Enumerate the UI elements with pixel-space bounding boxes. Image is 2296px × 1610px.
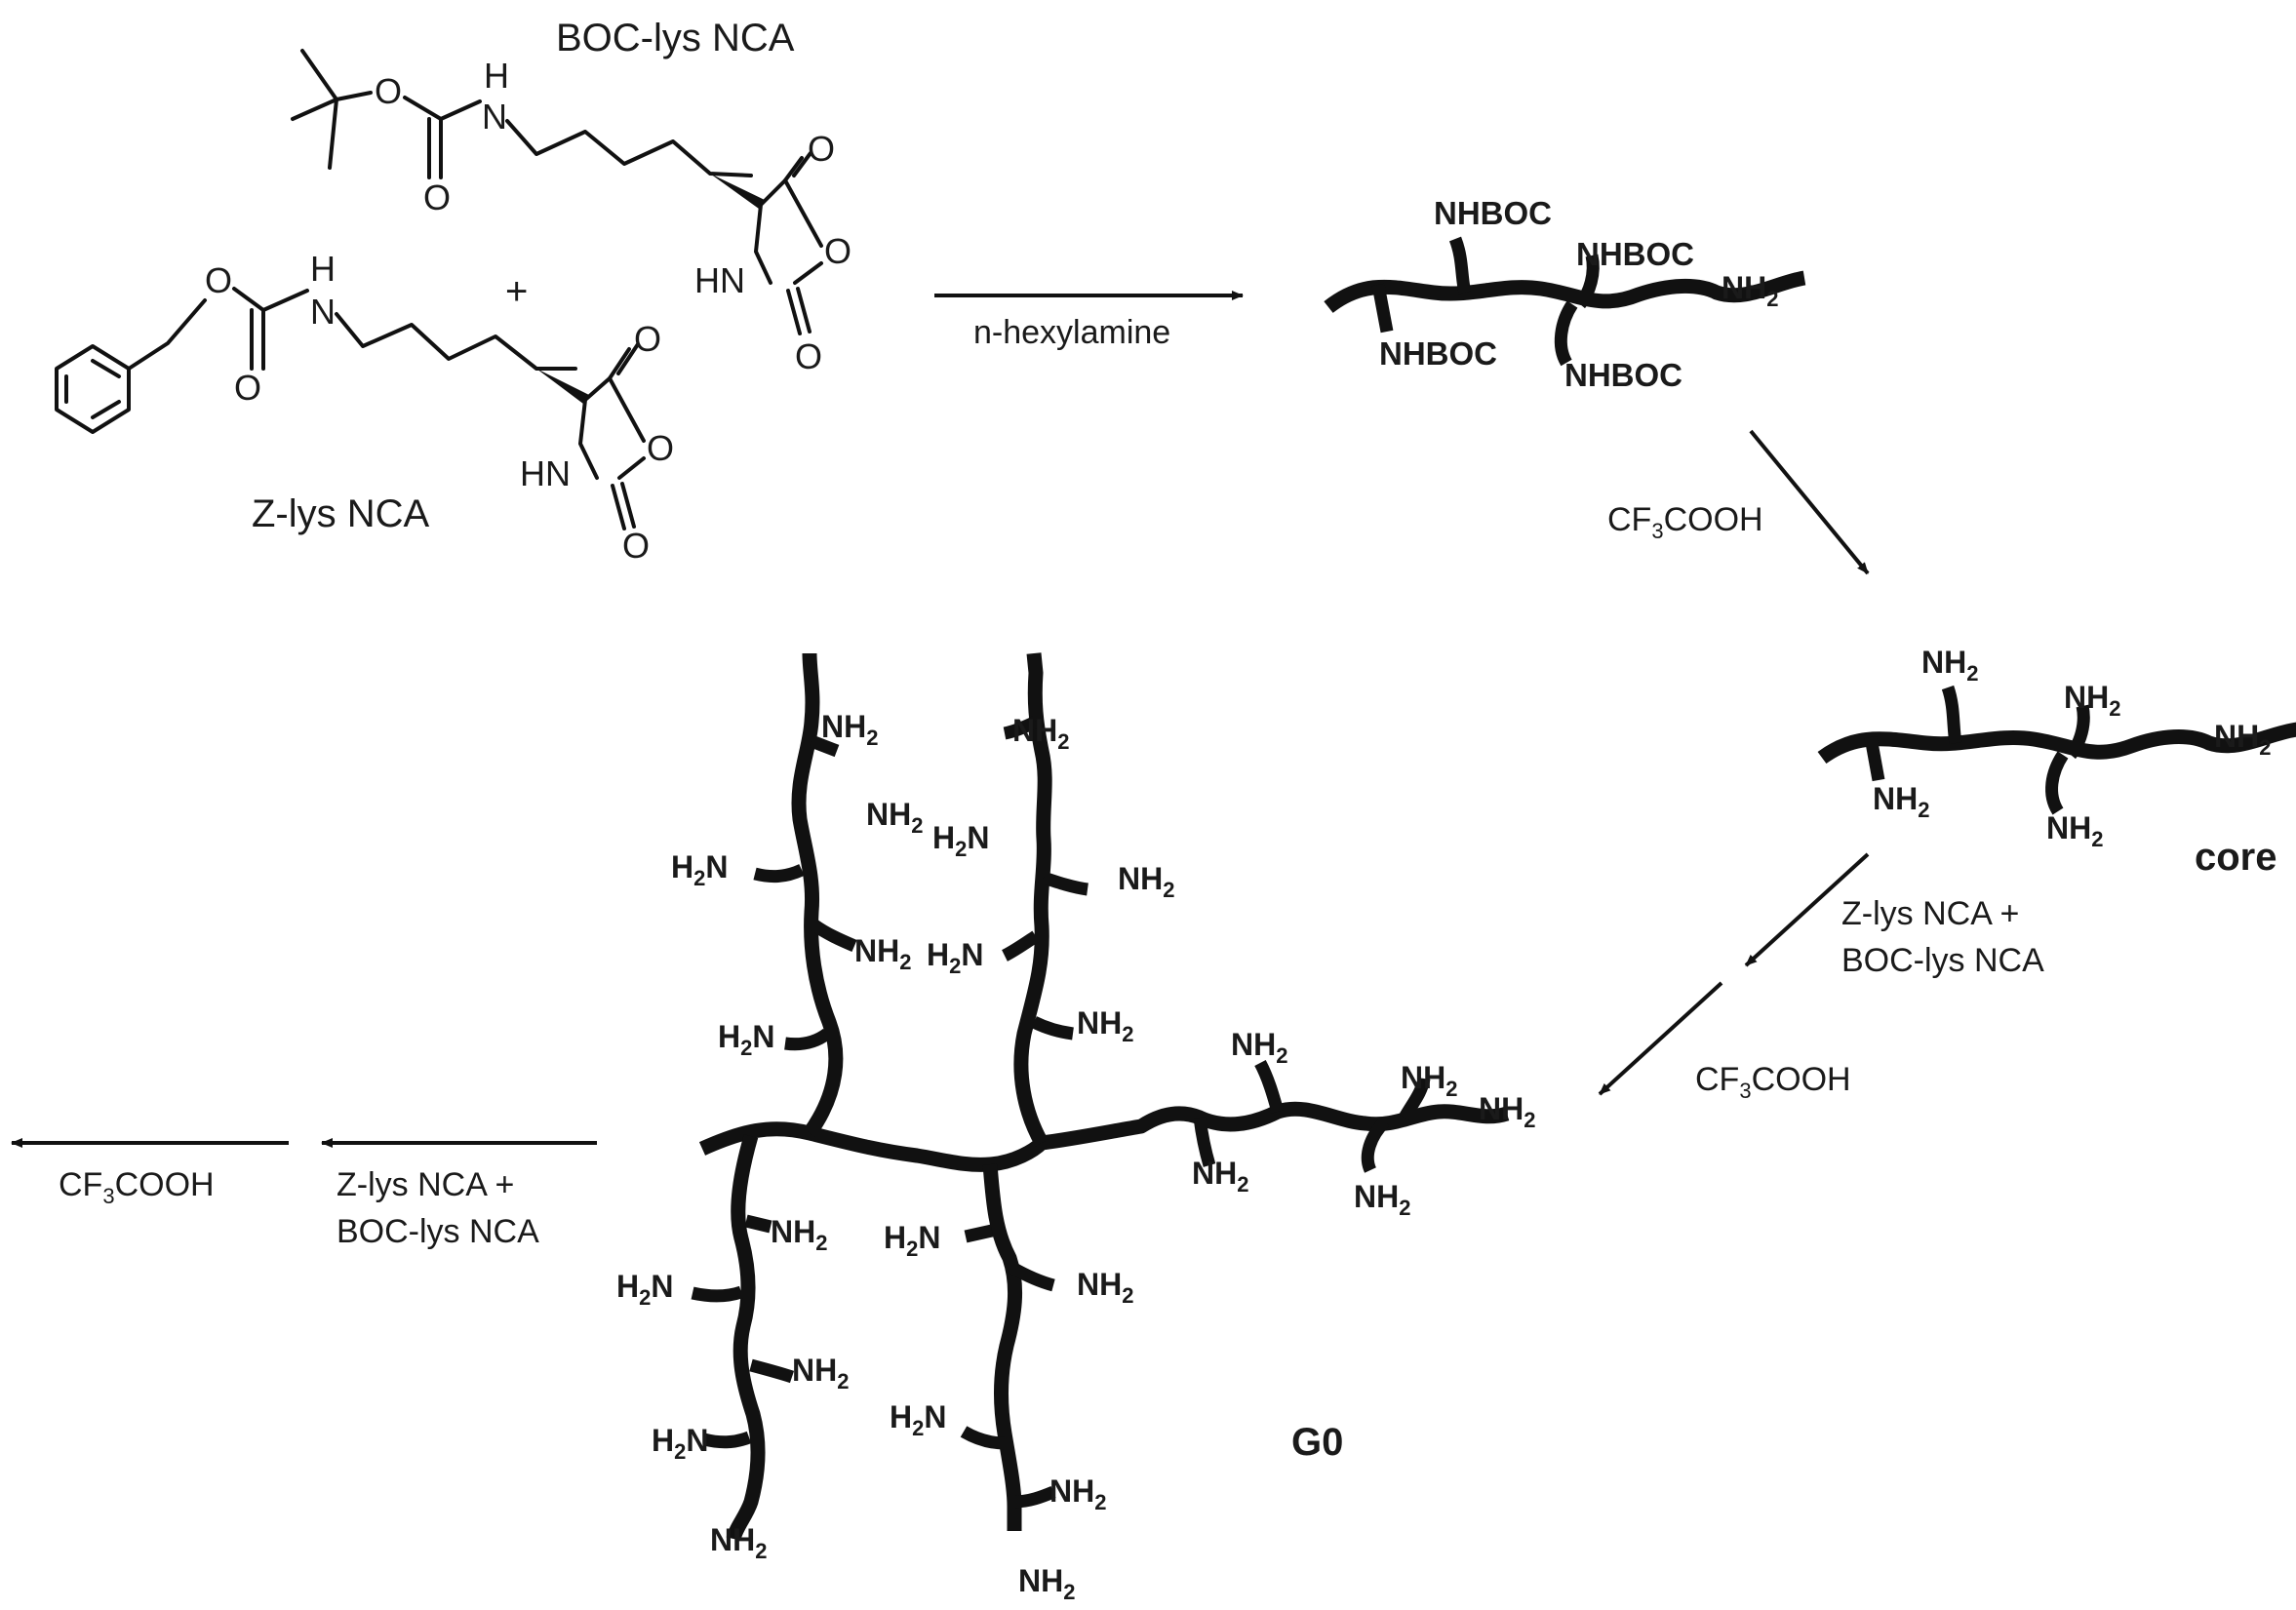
g0-label: G0: [1291, 1421, 1343, 1464]
core-nh2-3: NH2: [1873, 781, 1929, 822]
nhboc-group-3: NHBOC: [1379, 335, 1497, 372]
core-nh2-4: NH2: [2046, 810, 2103, 851]
g0-nh2-22: NH2: [1077, 1267, 1133, 1308]
nhboc-group-2: NHBOC: [1576, 236, 1694, 272]
amide-n: N: [482, 97, 507, 137]
g0-nh2-10: NH2: [1077, 1005, 1133, 1046]
nhboc-group-4: NHBOC: [1564, 357, 1682, 393]
g0-h2n-5: H2N: [718, 1019, 774, 1060]
z-ring-carbonyl-o2: O: [622, 526, 650, 566]
coupling-1-line2: BOC-lys NCA: [1841, 942, 2044, 979]
deprotect-2-label: CF3COOH: [1695, 1061, 1851, 1103]
g0-nh2-6: NH2: [1012, 713, 1069, 754]
g0-h2n-17: H2N: [616, 1269, 673, 1310]
z-ring-hn: HN: [520, 453, 571, 493]
deprotect-1-label: CF3COOH: [1607, 501, 1763, 543]
boc-protected-polymer: NHBOC NHBOC NHBOC NHBOC NH2: [1324, 195, 1806, 393]
initiator-label: n-hexylamine: [973, 314, 1170, 351]
coupling-1-line1: Z-lys NCA +: [1841, 895, 2019, 932]
core-nh2-1: NH2: [1921, 645, 1978, 686]
g0-h2n-7: H2N: [932, 820, 989, 861]
core-polymer: NH2 NH2 NH2 NH2 NH2 core: [1817, 645, 2296, 879]
g0-h2n-23: H2N: [890, 1399, 946, 1440]
core-nh2-2: NH2: [2064, 680, 2120, 721]
g0-nh2-20: NH2: [710, 1522, 767, 1563]
polymer-terminal-nh2: NH2: [1722, 270, 1778, 311]
g0-h2n-3: H2N: [671, 849, 728, 890]
g0-h2n-21: H2N: [884, 1220, 940, 1261]
coupling-2-line2: BOC-lys NCA: [336, 1213, 539, 1250]
plus-sign: +: [505, 270, 528, 313]
arrow-deprotection-1: [1749, 429, 1870, 575]
carbonyl-oxygen: O: [423, 177, 451, 217]
z-amide-h: H: [310, 249, 336, 289]
arrow-coupling-1b: [1598, 981, 1723, 1096]
g0-nh2-12: NH2: [1401, 1060, 1457, 1101]
g0-dendrigraft: NH2 NH2 H2N NH2 H2N NH2 H2N NH2 H2N NH2 …: [616, 652, 1535, 1604]
g0-nh2-25: NH2: [1018, 1563, 1075, 1604]
ester-oxygen: O: [375, 71, 402, 111]
z-lys-nca-structure: O O H N O O HN O Z-lys NCA: [55, 249, 674, 566]
g0-h2n-9: H2N: [927, 937, 983, 978]
g0-nh2-2: NH2: [866, 797, 923, 838]
g0-nh2-14: NH2: [1192, 1156, 1248, 1197]
arrow-coupling-1a: [1744, 852, 1870, 967]
ring-oxygen: O: [824, 231, 851, 271]
z-lys-nca-label: Z-lys NCA: [252, 492, 430, 535]
nhboc-group-1: NHBOC: [1434, 195, 1552, 231]
z-ring-carbonyl-o1: O: [634, 319, 661, 359]
deprotect-3-label: CF3COOH: [59, 1166, 215, 1208]
z-ring-oxygen: O: [647, 428, 674, 468]
z-ester-oxygen: O: [205, 260, 232, 300]
ring-hn: HN: [694, 260, 745, 300]
amide-h: H: [484, 56, 509, 96]
g0-nh2-4: NH2: [854, 933, 911, 974]
g0-nh2-8: NH2: [1118, 861, 1174, 902]
z-amide-n: N: [310, 292, 336, 332]
g0-nh2-24: NH2: [1049, 1473, 1106, 1514]
g0-nh2-15: NH2: [1354, 1179, 1410, 1220]
g0-nh2-1: NH2: [821, 709, 878, 750]
g0-nh2-11: NH2: [1231, 1027, 1287, 1068]
core-nh2-5: NH2: [2214, 719, 2271, 760]
z-carbonyl-oxygen: O: [234, 368, 261, 408]
ring-carbonyl-o2: O: [795, 336, 822, 376]
boc-lys-nca-label: BOC-lys NCA: [556, 17, 795, 59]
g0-nh2-16: NH2: [771, 1214, 827, 1255]
coupling-2-line1: Z-lys NCA +: [336, 1166, 514, 1203]
core-label: core: [2195, 836, 2277, 879]
g0-h2n-19: H2N: [652, 1423, 708, 1464]
g0-nh2-13: NH2: [1479, 1091, 1535, 1132]
boc-lys-nca-structure: BOC-lys NCA O O H N O O HN O: [291, 17, 851, 376]
g0-nh2-18: NH2: [792, 1353, 849, 1394]
ring-carbonyl-o1: O: [808, 129, 835, 169]
